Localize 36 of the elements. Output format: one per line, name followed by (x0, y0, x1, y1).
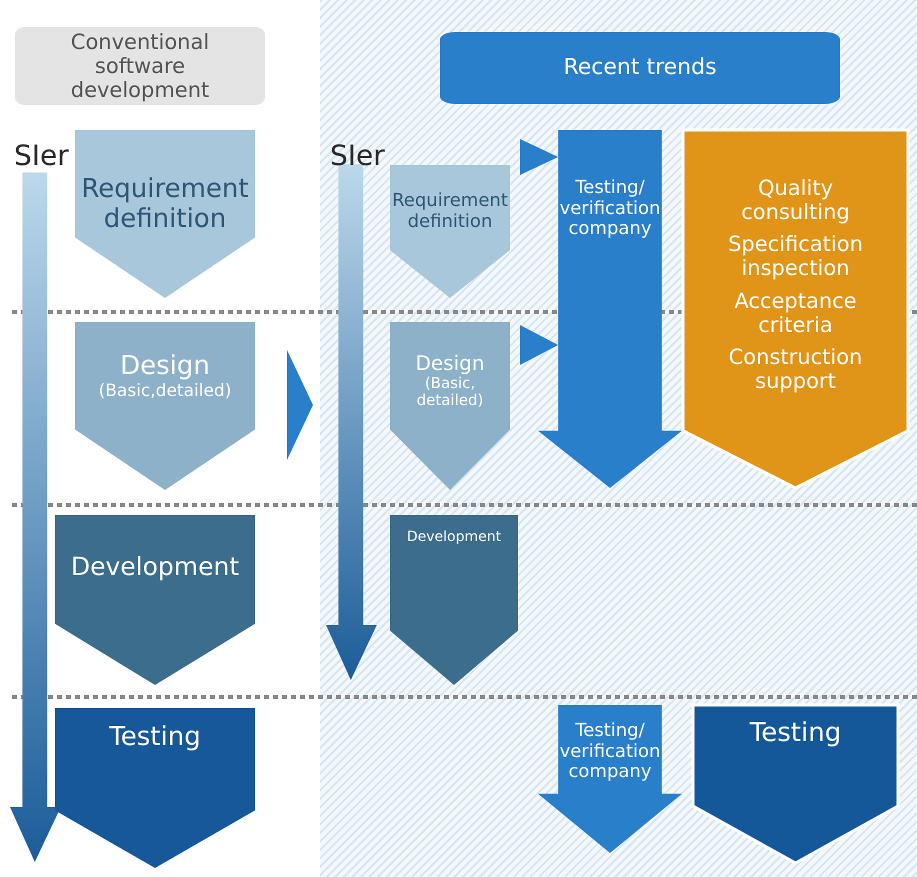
node-text: Specification inspection (727, 232, 864, 281)
node-text: Testing (750, 719, 842, 749)
node-text: Construction support (728, 344, 864, 394)
header-box (440, 32, 840, 104)
node-text: Testing/ verification company (558, 721, 662, 784)
process-block (693, 705, 898, 863)
company-block (538, 130, 682, 488)
node-text: Design (415, 352, 485, 375)
process-block (390, 515, 518, 685)
node-text: Quality consulting (740, 176, 851, 224)
process-block (390, 322, 510, 490)
service-block (683, 130, 908, 488)
node-text: SIer (14, 140, 69, 172)
node-text: Conventional software development (70, 30, 210, 102)
node-text: Requirement definition (80, 175, 250, 235)
node-text: Testing/ verification company (558, 178, 662, 240)
arrow (520, 325, 558, 365)
process-block (390, 165, 510, 298)
arrow (287, 350, 313, 460)
node-text: (Basic, detailed) (416, 375, 484, 410)
header-box (15, 27, 265, 105)
node-text: Testing (109, 723, 201, 753)
process-block (75, 130, 255, 298)
node-text: Acceptance criteria (733, 288, 858, 337)
node-text: SIer (330, 140, 385, 172)
node-text: Development (406, 529, 502, 546)
node-text: (Basic,detailed) (98, 382, 232, 402)
node-text: Design (120, 352, 210, 382)
node-text: Development (70, 553, 240, 582)
process-block (75, 322, 255, 490)
arrow (520, 139, 558, 175)
node-text: Requirement definition (391, 191, 509, 232)
process-block (55, 708, 255, 868)
node-text: Recent trends (563, 55, 717, 81)
company-block (538, 705, 682, 853)
process-block (55, 515, 255, 685)
